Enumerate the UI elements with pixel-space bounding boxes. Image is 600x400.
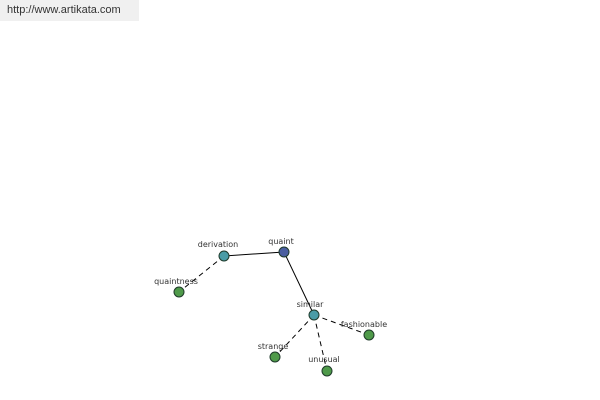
node-circle-quaint[interactable] (278, 246, 290, 258)
node-circle-derivation[interactable] (218, 250, 230, 262)
node-label-strange: strange (258, 342, 289, 351)
node-strange[interactable]: strange (258, 342, 289, 363)
node-label-derivation: derivation (198, 240, 238, 249)
node-label-quaint: quaint (268, 237, 293, 246)
edge-similar-strange (274, 314, 315, 358)
node-label-quaintness: quaintness (154, 277, 198, 286)
edge-quaint-similar (283, 251, 315, 316)
node-derivation[interactable]: derivation (198, 240, 238, 262)
node-circle-strange[interactable] (269, 351, 281, 363)
node-label-fashionable: fashionable (341, 320, 387, 329)
node-label-unusual: unusual (308, 355, 340, 364)
node-unusual[interactable]: unusual (308, 355, 340, 377)
node-circle-unusual[interactable] (321, 365, 333, 377)
edge-similar-unusual (313, 314, 328, 372)
edge-similar-fashionable (313, 314, 370, 336)
node-circle-fashionable[interactable] (363, 329, 375, 341)
edge-quaint-derivation (223, 251, 285, 257)
graph-edges (178, 251, 370, 372)
node-similar[interactable]: similar (297, 300, 325, 321)
node-quaint[interactable]: quaint (268, 237, 294, 258)
node-fashionable[interactable]: fashionable (341, 320, 387, 341)
node-quaintness[interactable]: quaintness (154, 277, 198, 298)
node-label-similar: similar (297, 300, 325, 309)
node-circle-similar[interactable] (308, 309, 320, 321)
site-url-banner[interactable]: http://www.artikata.com (0, 0, 139, 21)
graph-nodes: quaint derivation quaintness similar fashion… (154, 237, 387, 377)
site-url-text: http://www.artikata.com (7, 4, 121, 16)
node-circle-quaintness[interactable] (173, 286, 185, 298)
edge-derivation-quaintness (178, 255, 225, 293)
